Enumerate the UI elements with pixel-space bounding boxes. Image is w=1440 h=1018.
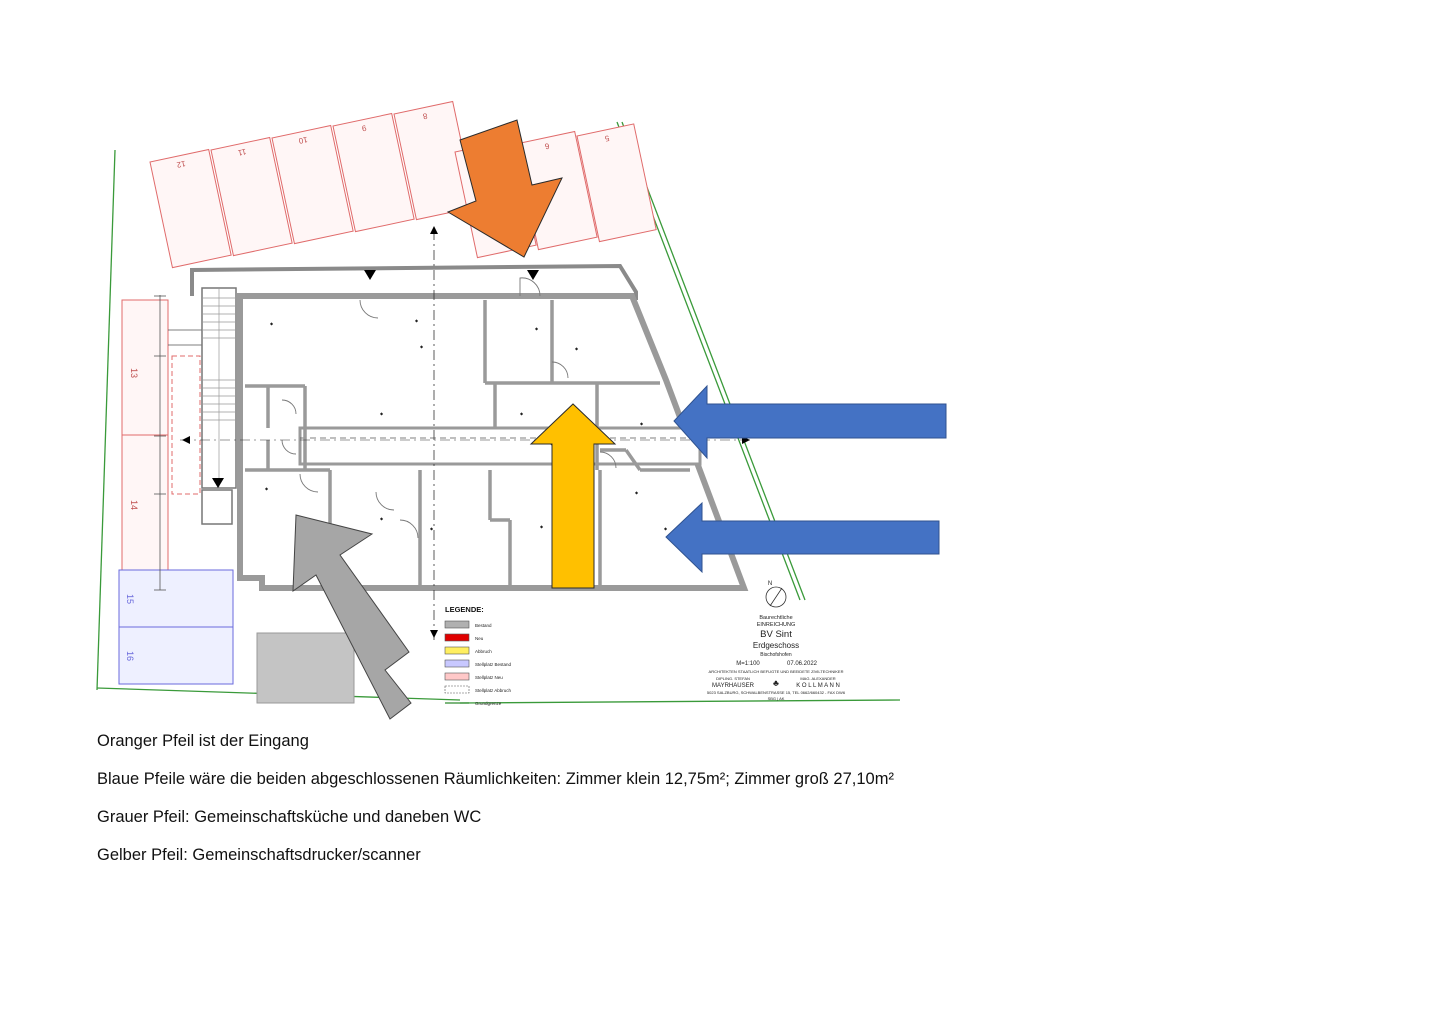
titleblock-code: SBG | AK bbox=[768, 696, 785, 701]
caption-orange-arrow: Oranger Pfeil ist der Eingang bbox=[97, 732, 309, 750]
titleblock-line2: EINREICHUNG bbox=[757, 622, 796, 628]
parking-number: 14 bbox=[129, 500, 139, 510]
left-parking: 13 14 15 16 bbox=[118, 295, 235, 685]
svg-text:◆: ◆ bbox=[635, 490, 639, 495]
svg-text:◆: ◆ bbox=[520, 411, 524, 416]
titleblock-date: 07.06.2022 bbox=[787, 661, 818, 667]
titleblock-line1: Baurechtliche bbox=[759, 615, 792, 621]
parking-number: 10 bbox=[297, 135, 308, 146]
legend-label: Bestand bbox=[475, 623, 492, 628]
parking-space bbox=[332, 112, 415, 233]
legend: LEGENDE: Bestand Neu Abbruch Stellplatz … bbox=[444, 605, 512, 706]
parking-number: 12 bbox=[175, 159, 186, 170]
title-block: N Baurechtliche EINREICHUNG BV Sint Erdg… bbox=[707, 581, 846, 701]
titleblock-address: 5023 SALZBURG, SCHWALBENSTRASSE 15, TEL … bbox=[707, 690, 846, 695]
parking-space bbox=[210, 136, 293, 257]
legend-label: Stellplatz Abbruch bbox=[475, 688, 512, 693]
gray-kitchen-arrow bbox=[292, 514, 412, 720]
titleblock-scale: M=1:100 bbox=[736, 661, 760, 667]
blue-arrow-large-room bbox=[665, 501, 940, 574]
svg-text:◆: ◆ bbox=[380, 516, 384, 521]
legend-label: Grundgrenze bbox=[475, 701, 502, 706]
existing-building bbox=[256, 632, 355, 704]
parking-number: 8 bbox=[421, 111, 428, 121]
top-parking-row: 12 11 10 9 8 7 6 5 bbox=[149, 100, 657, 269]
svg-text:◆: ◆ bbox=[420, 344, 424, 349]
legend-swatch bbox=[444, 685, 470, 694]
titleblock-arch1-title: DIPLING. STEFAN bbox=[716, 676, 750, 681]
svg-text:◆: ◆ bbox=[640, 421, 644, 426]
building-outline: ◆◆◆ ◆◆◆ ◆◆◆ ◆◆◆ ◆◆◆ bbox=[180, 226, 750, 640]
legend-swatch bbox=[444, 659, 470, 668]
svg-text:◆: ◆ bbox=[664, 526, 668, 531]
logo-icon: ♣ bbox=[773, 678, 779, 688]
titleblock-arch2-title: MAG. ALEXANDER bbox=[800, 676, 835, 681]
elevator bbox=[201, 489, 233, 525]
north-arrow-icon bbox=[765, 586, 787, 608]
parking-number: 5 bbox=[603, 133, 610, 143]
parking-space bbox=[121, 434, 169, 571]
legend-label: Stellplatz Neu bbox=[475, 675, 503, 680]
caption-blue-arrows: Blaue Pfeile wäre die beiden abgeschloss… bbox=[97, 770, 894, 788]
parking-number: 15 bbox=[125, 594, 135, 604]
titleblock-floor: Erdgeschoss bbox=[753, 641, 799, 650]
blue-arrow-small-room bbox=[673, 384, 947, 460]
parking-number: 13 bbox=[129, 368, 139, 378]
svg-text:◆: ◆ bbox=[430, 526, 434, 531]
parking-space bbox=[118, 626, 234, 685]
legend-title: LEGENDE: bbox=[445, 605, 484, 614]
svg-text:◆: ◆ bbox=[415, 318, 419, 323]
legend-label: Neu bbox=[475, 636, 484, 641]
yellow-printer-arrow bbox=[529, 403, 617, 589]
legend-label: Abbruch bbox=[475, 649, 492, 654]
parking-space bbox=[121, 299, 169, 436]
titleblock-architects: ARCHITEKTEN STAATLICH BEFUGTE UND BEEIDE… bbox=[709, 669, 844, 674]
svg-text:◆: ◆ bbox=[535, 326, 539, 331]
legend-swatch bbox=[444, 620, 470, 629]
legend-swatch bbox=[444, 672, 470, 681]
orange-entrance-arrow bbox=[446, 119, 563, 258]
parking-space bbox=[118, 569, 234, 628]
svg-text:◆: ◆ bbox=[540, 524, 544, 529]
svg-text:◆: ◆ bbox=[270, 321, 274, 326]
parking-number: 11 bbox=[237, 147, 248, 158]
parking-space bbox=[271, 124, 354, 245]
annotation-arrows bbox=[292, 119, 947, 720]
parking-space bbox=[576, 123, 657, 243]
legend-swatch bbox=[444, 633, 470, 642]
titleblock-arch2-name: K O L L M A N N bbox=[796, 683, 840, 689]
svg-text:◆: ◆ bbox=[265, 486, 269, 491]
titleblock-place: Bischofshofen bbox=[760, 652, 792, 658]
titleblock-project: BV Sint bbox=[760, 629, 792, 640]
parking-number: 9 bbox=[360, 123, 367, 133]
legend-label: Stellplatz Bestand bbox=[475, 662, 512, 667]
parking-space bbox=[149, 148, 232, 269]
north-label: N bbox=[768, 581, 772, 587]
parking-number: 16 bbox=[125, 651, 135, 661]
parking-number: 6 bbox=[543, 141, 550, 151]
svg-text:◆: ◆ bbox=[380, 411, 384, 416]
titleblock-arch1-name: MAYRHAUSER bbox=[712, 683, 755, 689]
caption-yellow-arrow: Gelber Pfeil: Gemeinschaftsdrucker/scann… bbox=[97, 846, 421, 864]
legend-swatch bbox=[444, 646, 470, 655]
svg-text:◆: ◆ bbox=[575, 346, 579, 351]
caption-gray-arrow: Grauer Pfeil: Gemeinschaftsküche und dan… bbox=[97, 808, 482, 826]
